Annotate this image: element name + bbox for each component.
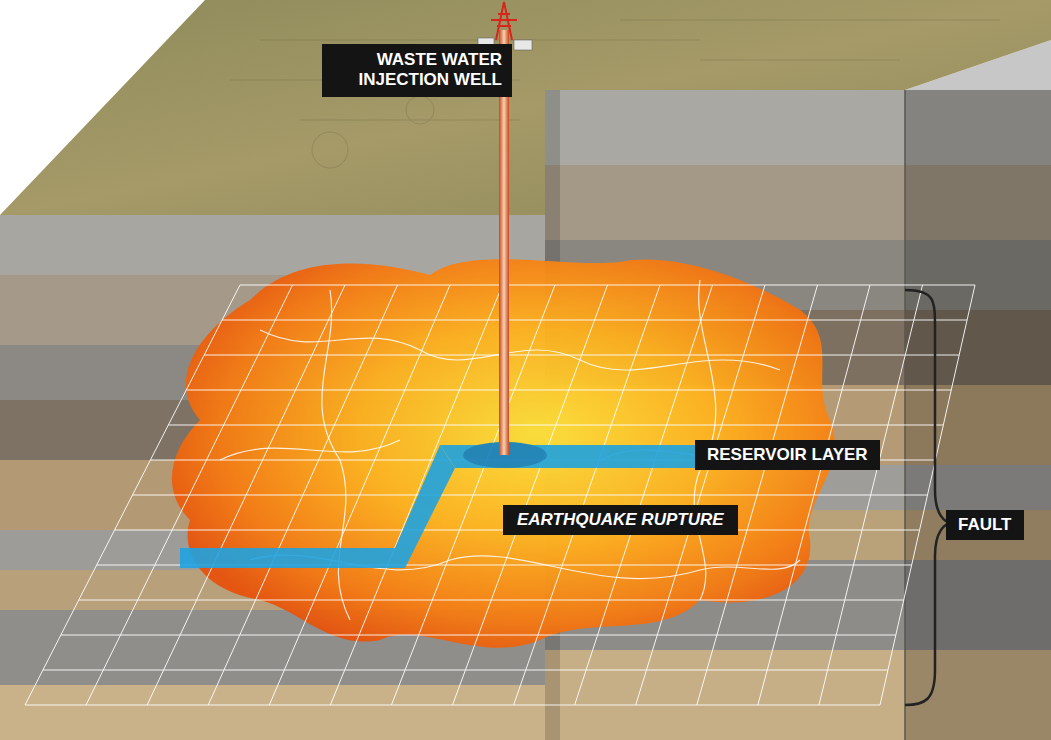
fault-bracket: [905, 290, 952, 705]
rupture-label: EARTHQUAKE RUPTURE: [503, 505, 738, 535]
ground-surface: [0, 0, 1051, 215]
label-text: RESERVOIR LAYER: [707, 445, 868, 465]
well-label: WASTE WATER INJECTION WELL: [322, 44, 512, 97]
label-text: WASTE WATER INJECTION WELL: [332, 50, 502, 91]
drill-rig: [491, 2, 517, 40]
fault-label: FAULT: [946, 510, 1024, 540]
reservoir-label: RESERVOIR LAYER: [695, 440, 880, 470]
label-text: FAULT: [958, 515, 1012, 535]
label-text: EARTHQUAKE RUPTURE: [517, 510, 724, 530]
